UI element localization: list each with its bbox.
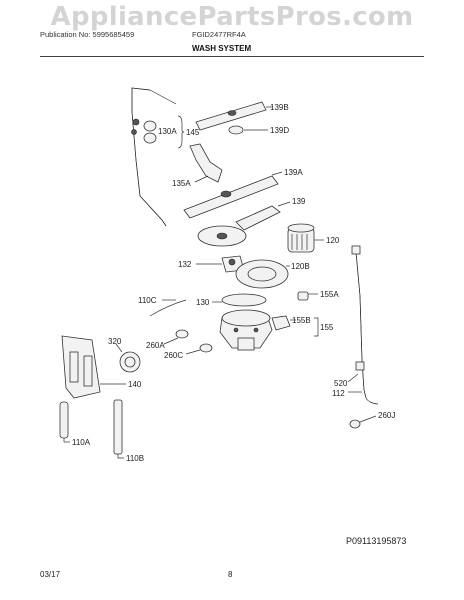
drain-line-part	[347, 245, 379, 405]
lower-spray-arm-part	[197, 201, 291, 247]
sensor-part	[271, 291, 319, 337]
drawing-number: P09113195873	[346, 536, 407, 546]
label-110c: 110C	[138, 296, 157, 305]
label-145: 145	[186, 128, 200, 137]
label-139a: 139A	[284, 168, 303, 177]
fine-filter-part	[235, 259, 290, 289]
label-110a: 110A	[72, 438, 91, 447]
spray-arm-nut-part	[228, 125, 268, 135]
supply-tube-part	[131, 87, 177, 227]
label-112: 112	[332, 389, 345, 398]
label-139: 139	[292, 197, 306, 206]
section-title: WASH SYSTEM	[192, 44, 252, 53]
label-130a: 130A	[158, 127, 177, 136]
upper-spray-arm-part	[195, 101, 272, 131]
model-number: FGID2477RF4A	[192, 30, 246, 39]
label-132: 132	[178, 260, 192, 269]
drain-hose-part	[149, 299, 187, 317]
corrugated-hose-part	[113, 399, 124, 459]
label-155a: 155A	[320, 290, 339, 299]
bellows-part	[115, 343, 141, 373]
footer-date: 03/17	[40, 570, 61, 579]
label-520: 520	[334, 379, 348, 388]
label-260j: 260J	[378, 411, 395, 420]
label-260a: 260A	[146, 341, 165, 350]
page-number: 8	[228, 570, 233, 579]
label-155: 155	[320, 323, 334, 332]
publication-number: Publication No: 5995685459	[40, 30, 135, 39]
label-155b: 155B	[292, 316, 311, 325]
nozzle-part	[143, 120, 157, 144]
label-260c: 260C	[164, 351, 183, 360]
watermark-logo: AppliancePartsPros.com	[50, 2, 414, 32]
drain-clamp-part	[349, 415, 377, 429]
manifold-part	[189, 143, 223, 183]
middle-spray-arm-part	[183, 171, 283, 219]
rod-part	[59, 401, 70, 443]
label-135a: 135A	[172, 179, 191, 188]
sump-part	[212, 293, 273, 351]
label-110b: 110B	[126, 454, 144, 463]
label-320: 320	[108, 337, 122, 346]
header-divider	[40, 56, 424, 57]
label-139d: 139D	[270, 126, 289, 135]
hose-clamp-part	[163, 329, 213, 355]
label-120: 120	[326, 236, 340, 245]
filter-part	[287, 223, 324, 253]
label-139b: 139B	[270, 103, 289, 112]
label-130: 130	[196, 298, 210, 307]
label-140: 140	[128, 380, 142, 389]
label-120b: 120B	[291, 262, 310, 271]
pump-housing-part	[61, 335, 126, 399]
